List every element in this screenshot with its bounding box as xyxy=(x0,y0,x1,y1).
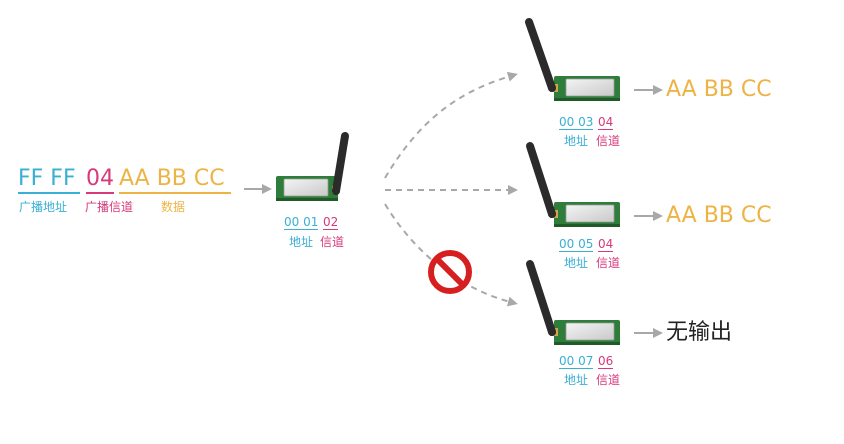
sender-channel: 02 xyxy=(323,215,339,230)
lora-module-icon xyxy=(276,132,349,201)
receiver-address: 00 03 xyxy=(559,115,594,130)
receiver-channel-label: 信道 xyxy=(596,256,621,270)
sender-address-label: 地址 xyxy=(289,235,314,249)
link-curve-1 xyxy=(384,71,518,179)
lora-module-icon xyxy=(525,18,620,101)
receiver-output: 无输出 xyxy=(666,320,733,345)
receiver-channel: 04 xyxy=(598,115,614,130)
sender-address: 00 01 xyxy=(284,215,319,230)
receiver-address: 00 05 xyxy=(559,237,594,252)
receiver-output: AA BB CC xyxy=(666,203,772,228)
packet-data-label: 数据 xyxy=(161,200,186,214)
packet-broadcast-address: FF FF xyxy=(18,168,80,194)
receiver-output: AA BB CC xyxy=(666,77,772,102)
forbidden-icon xyxy=(428,250,472,294)
receiver-address-label: 地址 xyxy=(564,256,589,270)
sender-channel-label: 信道 xyxy=(320,235,345,249)
packet-broadcast-channel-label: 广播信道 xyxy=(85,200,134,214)
receiver-channel-label: 信道 xyxy=(596,373,621,387)
receiver-address-label: 地址 xyxy=(564,134,589,148)
receiver-channel: 04 xyxy=(598,237,614,252)
packet-broadcast-address-label: 广播地址 xyxy=(19,200,68,214)
receiver-channel-label: 信道 xyxy=(596,134,621,148)
lora-module-icon xyxy=(526,142,620,227)
receiver-address: 00 07 xyxy=(559,354,594,369)
receiver-address-label: 地址 xyxy=(564,373,589,387)
packet-broadcast-channel: 04 xyxy=(86,168,114,194)
lora-module-icon xyxy=(526,260,620,345)
receiver-channel: 06 xyxy=(598,354,614,369)
packet-data: AA BB CC xyxy=(119,168,231,194)
